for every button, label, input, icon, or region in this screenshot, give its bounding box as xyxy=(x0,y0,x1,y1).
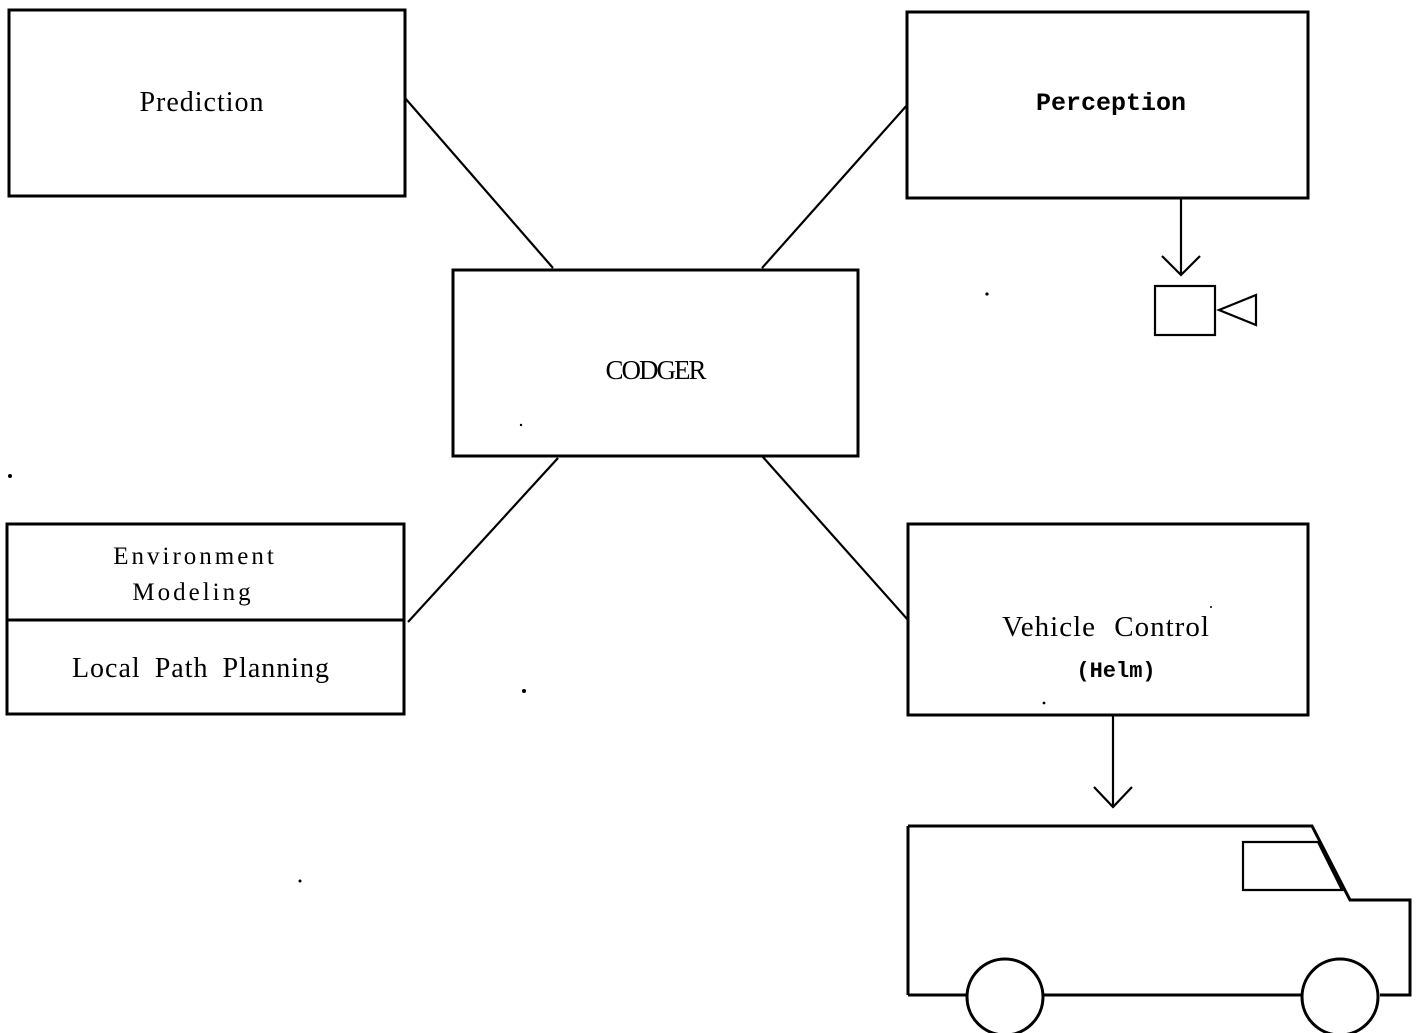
codger-label: CODGER xyxy=(605,355,706,385)
environment-modeling-label-line1: Environment xyxy=(113,543,277,570)
codger-node: CODGER xyxy=(451,268,860,458)
vehicle-control-label-line1: Vehicle Control xyxy=(1002,611,1210,643)
camera-icon xyxy=(1153,284,1258,337)
connector-vehicle-control-codger xyxy=(761,455,909,621)
perception-label: Perception xyxy=(1036,89,1186,118)
vehicle-rear-wheel xyxy=(1300,957,1380,1033)
perception-node: Perception xyxy=(905,10,1310,200)
connector-environment-codger xyxy=(407,457,559,623)
vehicle-front-wheel xyxy=(965,957,1045,1033)
environment-modeling-label-line2: Modeling xyxy=(132,579,253,606)
vehicle-icon xyxy=(906,824,1412,1033)
prediction-node: Prediction xyxy=(7,8,407,198)
vehicle-control-label-line2: (Helm) xyxy=(1076,659,1155,684)
arrow-vehicle-control-to-vehicle xyxy=(1093,716,1133,809)
arrow-perception-to-camera xyxy=(1161,198,1201,277)
local-path-planning-label: Local Path Planning xyxy=(72,653,330,684)
environment-modeling-node: Environment Modeling xyxy=(5,522,406,716)
connector-prediction-codger xyxy=(404,97,554,269)
connector-perception-codger xyxy=(761,103,909,269)
vehicle-control-node: Vehicle Control (Helm) xyxy=(906,522,1310,717)
prediction-label: Prediction xyxy=(139,87,264,118)
